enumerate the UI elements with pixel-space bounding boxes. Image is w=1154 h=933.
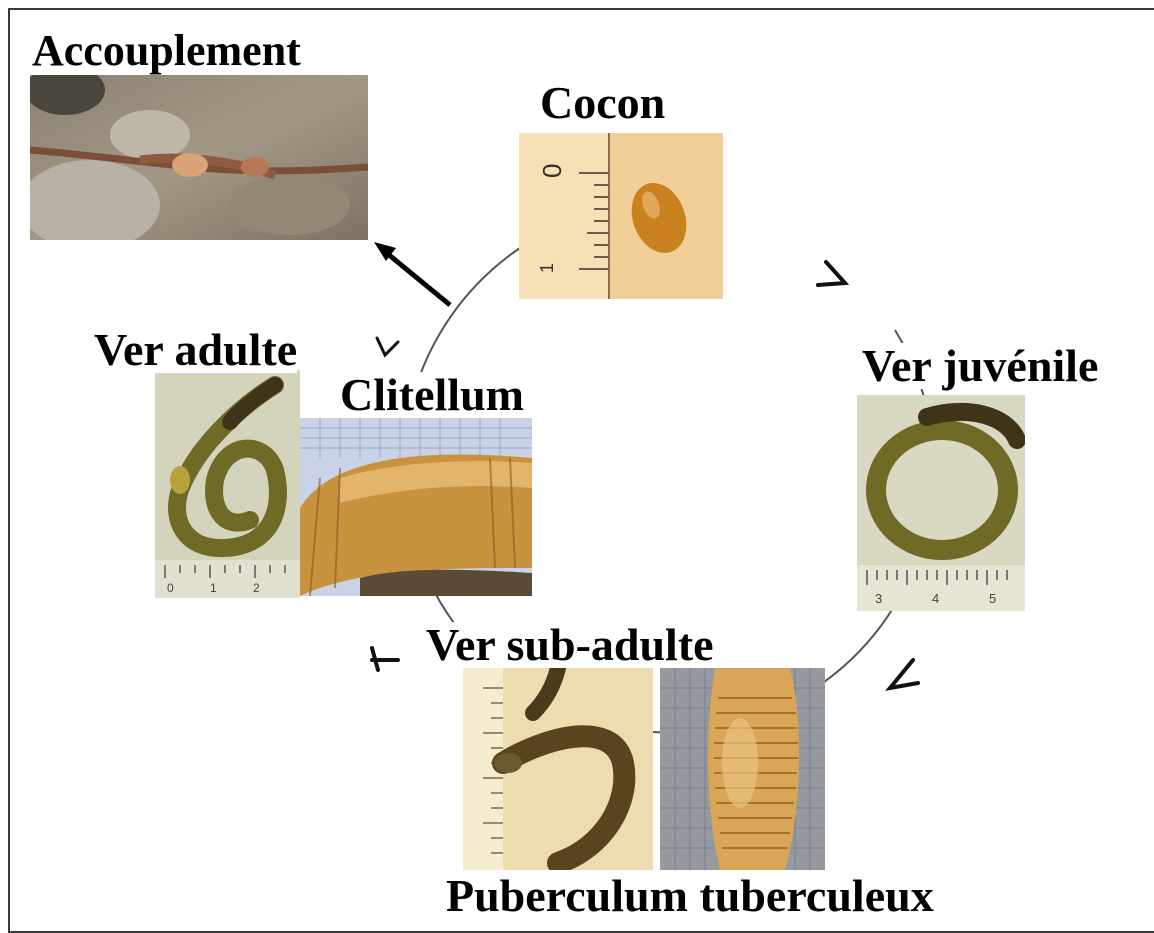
accouplement-photo [30, 75, 368, 240]
adulte-ruler-mark-0: 0 [167, 581, 174, 595]
cocon-ruler-mark-1: 1 [537, 263, 557, 273]
adulte-ruler-mark-1: 1 [210, 581, 217, 595]
arrow-juvenile-to-subadulte [890, 660, 918, 688]
label-ver-sub-adulte: Ver sub-adulte [426, 622, 714, 668]
label-ver-adulte: Ver adulte [94, 327, 297, 373]
ver-adulte-photo: 0 1 2 [155, 370, 300, 598]
label-cocon: Cocon [540, 80, 665, 126]
label-ver-juvenile: Ver juvénile [862, 343, 1098, 389]
juvenile-ruler-mark-3: 3 [875, 591, 882, 606]
arrow-to-accouplement [383, 250, 450, 305]
puberculum-photo [660, 668, 825, 870]
clitellum-photo [300, 418, 532, 596]
ver-juvenile-photo: 3 4 5 [857, 395, 1025, 611]
ver-sub-adulte-photo [463, 668, 653, 870]
adulte-ruler-mark-2: 2 [253, 581, 260, 595]
arrow-subadulte-to-adulte [372, 648, 398, 670]
arrow-cocon-to-juvenile [818, 262, 845, 285]
juvenile-ruler-mark-5: 5 [989, 591, 996, 606]
cocon-photo: 0 1 [519, 133, 723, 299]
label-puberculum: Puberculum tuberculeux [446, 873, 934, 919]
juvenile-ruler-mark-4: 4 [932, 591, 939, 606]
arrow-adulte-to-cocon [377, 338, 398, 355]
label-accouplement: Accouplement [32, 29, 301, 73]
cocon-ruler-mark-0: 0 [537, 164, 567, 178]
label-clitellum: Clitellum [340, 372, 524, 418]
